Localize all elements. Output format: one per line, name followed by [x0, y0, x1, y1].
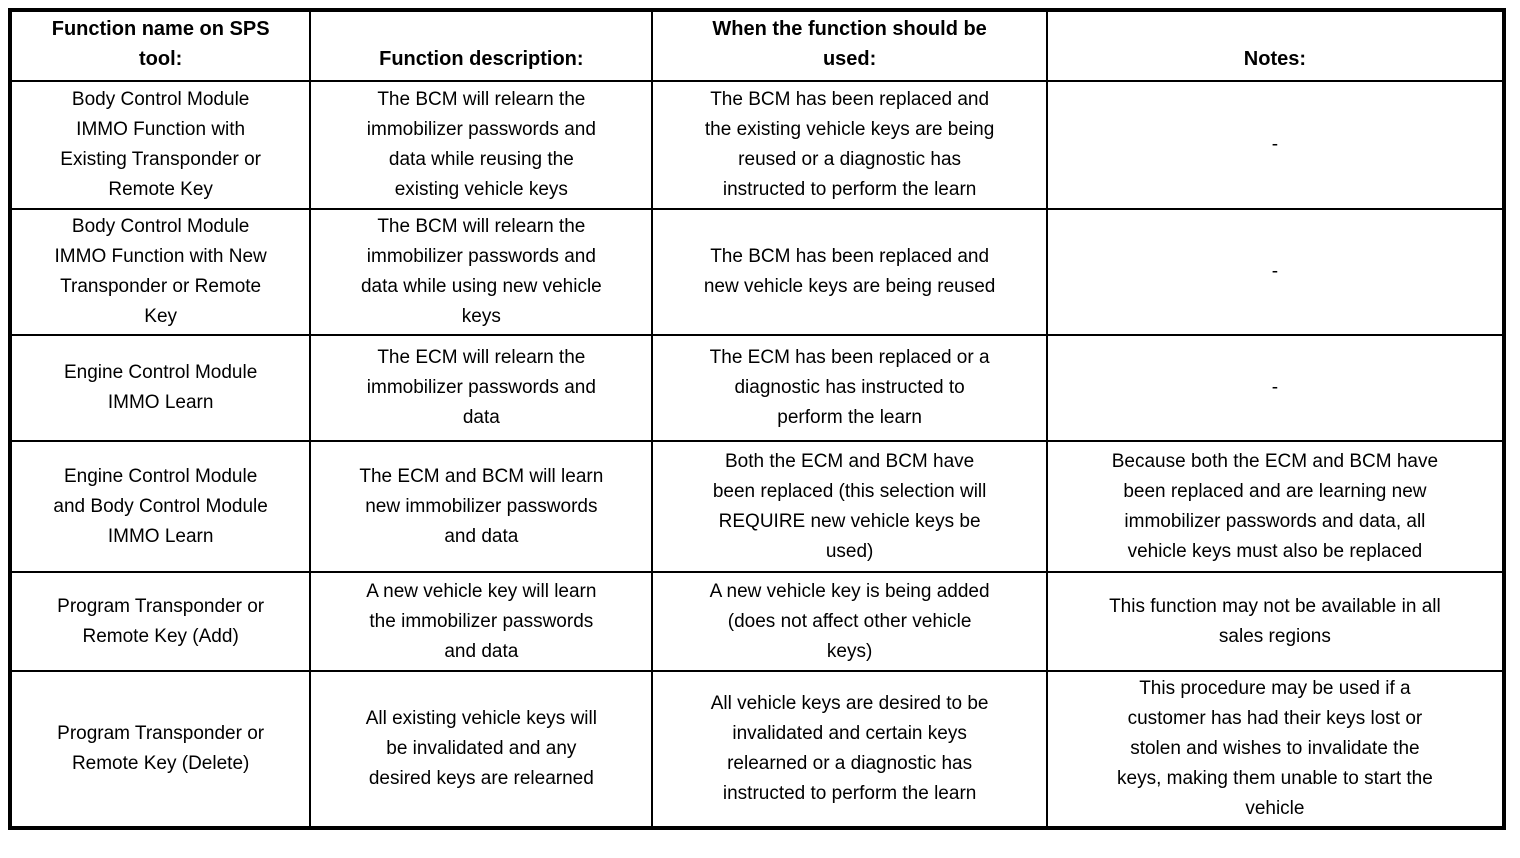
- cell-function-description: The ECM will relearn the immobilizer pas…: [309, 334, 654, 442]
- cell-function-name: Engine Control Module and Body Control M…: [8, 440, 312, 573]
- header-function-name: Function name on SPS tool:: [8, 9, 312, 82]
- cell-notes: -: [1045, 80, 1506, 210]
- cell-function-name: Program Transponder or Remote Key (Add): [8, 571, 312, 672]
- table-row: Body Control Module IMMO Function with E…: [8, 80, 1506, 210]
- cell-function-description: The BCM will relearn the immobilizer pas…: [309, 208, 654, 336]
- table-header-row: Function name on SPS tool: Function desc…: [8, 9, 1506, 82]
- table-row: Program Transponder or Remote Key (Delet…: [8, 670, 1506, 829]
- cell-notes: -: [1045, 208, 1506, 336]
- cell-when-used: The ECM has been replaced or a diagnosti…: [651, 334, 1048, 442]
- cell-notes: This procedure may be used if a customer…: [1045, 670, 1506, 829]
- sps-function-table: Function name on SPS tool: Function desc…: [8, 8, 1506, 830]
- table-row: Body Control Module IMMO Function with N…: [8, 208, 1506, 336]
- cell-function-name: Body Control Module IMMO Function with N…: [8, 208, 312, 336]
- cell-function-name: Body Control Module IMMO Function with E…: [8, 80, 312, 210]
- cell-when-used: All vehicle keys are desired to be inval…: [651, 670, 1048, 829]
- cell-function-description: A new vehicle key will learn the immobil…: [309, 571, 654, 672]
- cell-when-used: Both the ECM and BCM have been replaced …: [651, 440, 1048, 573]
- cell-notes: Because both the ECM and BCM have been r…: [1045, 440, 1506, 573]
- header-notes: Notes:: [1045, 9, 1506, 82]
- cell-function-description: The BCM will relearn the immobilizer pas…: [309, 80, 654, 210]
- header-function-description: Function description:: [309, 9, 654, 82]
- cell-function-name: Program Transponder or Remote Key (Delet…: [8, 670, 312, 829]
- cell-notes: This function may not be available in al…: [1045, 571, 1506, 672]
- cell-function-description: The ECM and BCM will learn new immobiliz…: [309, 440, 654, 573]
- table-row: Program Transponder or Remote Key (Add) …: [8, 571, 1506, 672]
- header-when-used: When the function should be used:: [651, 9, 1048, 82]
- cell-when-used: The BCM has been replaced and the existi…: [651, 80, 1048, 210]
- cell-when-used: The BCM has been replaced and new vehicl…: [651, 208, 1048, 336]
- table-row: Engine Control Module IMMO Learn The ECM…: [8, 334, 1506, 442]
- cell-notes: -: [1045, 334, 1506, 442]
- cell-function-description: All existing vehicle keys will be invali…: [309, 670, 654, 829]
- table-row: Engine Control Module and Body Control M…: [8, 440, 1506, 573]
- cell-when-used: A new vehicle key is being added (does n…: [651, 571, 1048, 672]
- cell-function-name: Engine Control Module IMMO Learn: [8, 334, 312, 442]
